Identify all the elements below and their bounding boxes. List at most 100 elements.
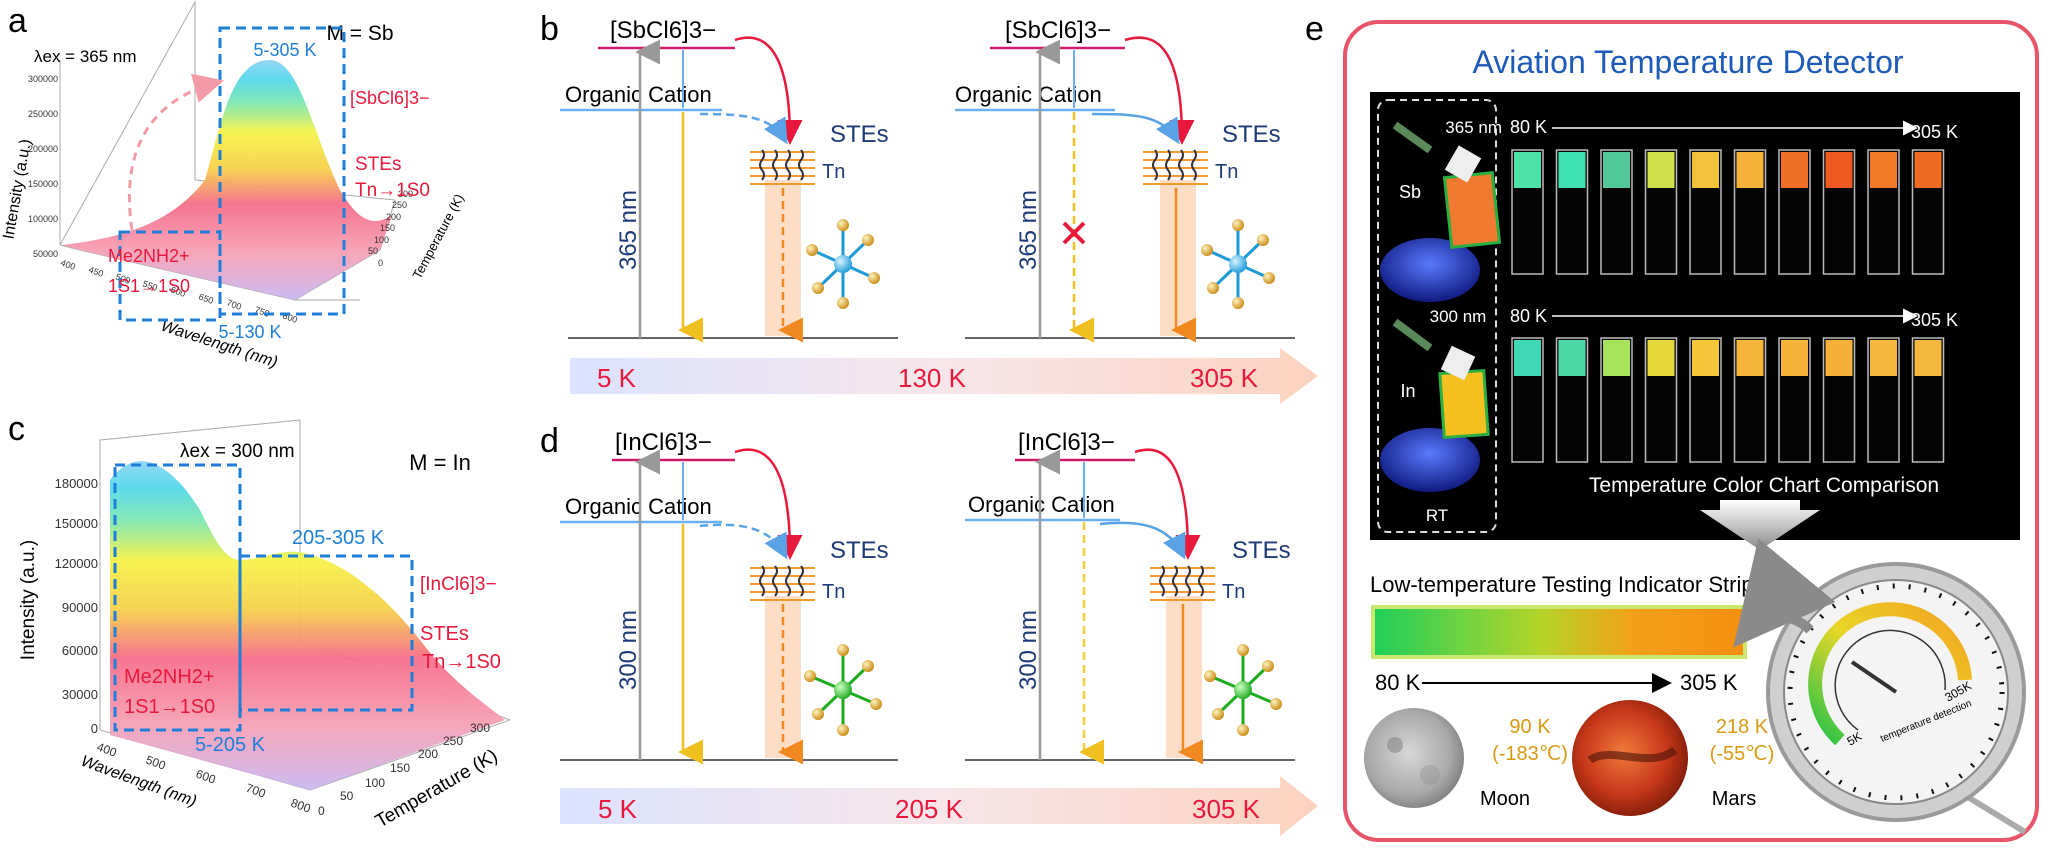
in-tube-color [1558, 340, 1586, 376]
panel-c-letter: c [8, 410, 25, 448]
complex-to-ste-arrow [1134, 448, 1201, 560]
y-tick: 0 [91, 721, 98, 736]
panel-c-metal: M = In [409, 450, 471, 475]
in-label: In [1400, 381, 1415, 401]
panel-c-x-ticks: 400 500 600 700 800 [95, 740, 313, 816]
panel-a-high-temp-box [218, 26, 346, 316]
complex-to-ste-arrow [1124, 36, 1195, 145]
complex-label: [SbCl6]3− [610, 17, 716, 44]
x-tick: 400 [59, 257, 77, 272]
panel-d: d [InCl6]3− Organic Cation 300 nm STEs T… [540, 422, 1318, 836]
panel-a-cation-transition: 1S1→1S0 [108, 276, 190, 296]
complex-label: [InCl6]3− [1018, 429, 1115, 456]
panel-c-spectrum-surface [110, 461, 505, 790]
x-tick: 800 [289, 796, 313, 816]
tn-label: Tn [822, 581, 845, 603]
panel-d-scale-end: 305 K [1192, 794, 1261, 824]
y-tick: 150000 [55, 516, 98, 531]
excitation-wavelength: 300 nm [1015, 610, 1042, 690]
y-tick: 30000 [62, 687, 98, 702]
x-tick: 600 [194, 767, 218, 787]
panel-a-ste: STEs [355, 154, 401, 175]
strip-start: 80 K [1375, 670, 1421, 695]
moon-temp: 90 K [1509, 716, 1551, 738]
z-tick: 200 [418, 747, 438, 761]
y-tick: 180000 [55, 476, 98, 491]
sb-tube-color [1603, 152, 1630, 188]
moon-label: Moon [1480, 788, 1530, 810]
x-tick: 450 [87, 264, 105, 279]
sb-tube-color [1558, 152, 1586, 188]
y-tick: 150000 [28, 179, 58, 189]
panel-a-z-ticks: 0 50 100 150 200 250 300 [368, 189, 413, 268]
panel-a-metal: M = Sb [326, 22, 393, 45]
panel-c-y-ticks: 180000 150000 120000 90000 60000 30000 0 [55, 476, 98, 736]
z-tick: 50 [368, 246, 378, 256]
sb-label: Sb [1399, 182, 1421, 202]
panel-a-ste-transition: Tn→1S0 [355, 180, 430, 201]
quenched-cross-icon [1062, 221, 1086, 245]
panel-c-ste-transition: Tn→1S0 [422, 651, 501, 673]
panel-c-box-high-label: 205-305 K [292, 527, 385, 549]
ste-label: STEs [1222, 121, 1281, 148]
sbcl6-octahedron-icon [1201, 219, 1275, 309]
panel-a-y-ticks: 300000 250000 200000 150000 100000 50000 [28, 74, 58, 259]
panel-a-y-label: Intensity (a.u.) [0, 138, 34, 241]
ste-label: STEs [830, 121, 889, 148]
tn-label: Tn [1222, 581, 1245, 603]
color-chart-caption: Temperature Color Chart Comparison [1589, 474, 1939, 497]
gauge-low: 5K [1845, 729, 1865, 748]
panel-b-diagram-low-temp: [SbCl6]3− Organic Cation 365 nm STEs Tn [560, 17, 898, 343]
mars-surface-feature [1587, 746, 1678, 764]
z-tick: 0 [378, 258, 383, 268]
in-range-start: 80 K [1510, 306, 1547, 326]
panel-c-x-label: Wavelength (nm) [79, 753, 199, 811]
ste-coils [759, 149, 804, 181]
panel-a-excitation: λex = 365 nm [34, 47, 137, 66]
ste-label: STEs [830, 537, 889, 564]
panel-c-cation-transition: 1S1→1S0 [124, 696, 215, 718]
incl6-octahedron-icon [804, 644, 882, 736]
panel-a-energy-transfer-arrow [127, 73, 224, 231]
sb-tube-color [1914, 152, 1942, 188]
in-tube-color [1514, 340, 1541, 376]
panel-a: a 300000 250000 200000 150000 100000 500… [0, 0, 467, 371]
panel-b-letter: b [540, 10, 559, 48]
panel-e: e Aviation Temperature Detector 365 nm S… [1305, 10, 2039, 842]
ste-label: STEs [1232, 537, 1291, 564]
x-tick: 700 [244, 781, 268, 801]
moon-image [1364, 708, 1464, 808]
moon-crater [1387, 737, 1403, 753]
panel-c-complex: [InCl6]3− [420, 574, 497, 595]
x-tick: 750 [253, 304, 271, 319]
indicator-strip [1371, 605, 1747, 659]
z-tick: 100 [365, 776, 385, 790]
cation-label: Organic Cation [565, 82, 712, 107]
panel-c-cation: Me2NH2+ [124, 666, 215, 688]
energy-transfer-arrow [699, 112, 788, 145]
moon-crater [1420, 765, 1440, 785]
mars-celsius: (-55℃) [1710, 743, 1775, 765]
cation-label: Organic Cation [565, 494, 712, 519]
y-tick: 60000 [62, 643, 98, 658]
sb-sample-photo [1380, 121, 1502, 302]
energy-transfer-arrow [1099, 521, 1186, 560]
mars-label: Mars [1712, 788, 1756, 810]
photo-inset-frame [1377, 99, 1497, 533]
panel-d-diagram-high-temp: [InCl6]3− Organic Cation 300 nm STEs Tn [965, 429, 1295, 765]
panel-c-box-low-label: 5-205 K [195, 734, 266, 756]
in-tube-color [1736, 340, 1764, 376]
in-color-chart [1511, 337, 1945, 463]
excitation-wavelength: 365 nm [615, 190, 642, 270]
z-tick: 250 [443, 734, 463, 748]
panel-c-z-ticks: 0 50 100 150 200 250 300 [318, 721, 490, 818]
in-tube-color [1870, 340, 1897, 376]
panel-a-box-high-label: 5-305 K [253, 40, 316, 60]
in-tube-color [1825, 340, 1853, 376]
panel-a-complex: [SbCl6]3− [350, 88, 430, 108]
y-tick: 120000 [55, 556, 98, 571]
x-tick: 700 [225, 297, 243, 312]
panel-d-scale-start: 5 K [598, 794, 638, 824]
incl6-octahedron-icon [1204, 644, 1282, 736]
